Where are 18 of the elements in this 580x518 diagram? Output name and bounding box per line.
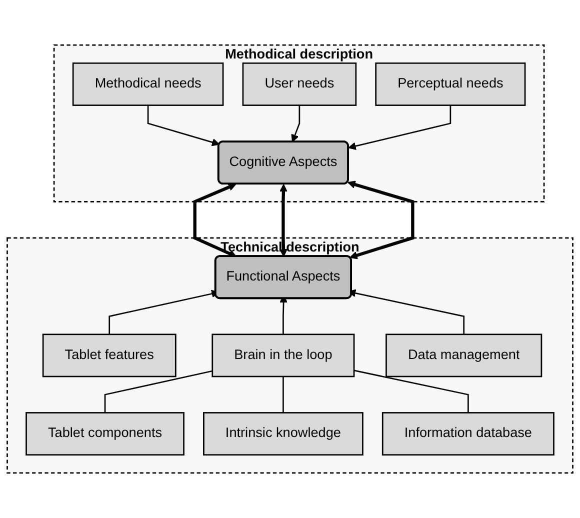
arrow xyxy=(291,105,300,142)
arrow xyxy=(193,183,237,258)
arrow xyxy=(279,184,288,257)
connector xyxy=(282,376,284,413)
node-box: Methodical needs xyxy=(72,62,224,106)
arrow xyxy=(348,180,414,260)
connector xyxy=(354,370,469,413)
connector xyxy=(104,370,213,413)
node-box: Tablet features xyxy=(42,334,176,378)
node-box: Data management xyxy=(386,334,542,378)
node-box: Information database xyxy=(382,412,554,456)
arrow xyxy=(348,105,452,150)
arrow xyxy=(147,105,220,146)
node-box: Brain in the loop xyxy=(212,334,355,378)
node-box: Perceptual needs xyxy=(375,62,526,106)
node-box: Intrinsic knowledge xyxy=(203,412,364,456)
node-box: Tablet components xyxy=(26,412,184,456)
node-box: User needs xyxy=(242,62,357,106)
